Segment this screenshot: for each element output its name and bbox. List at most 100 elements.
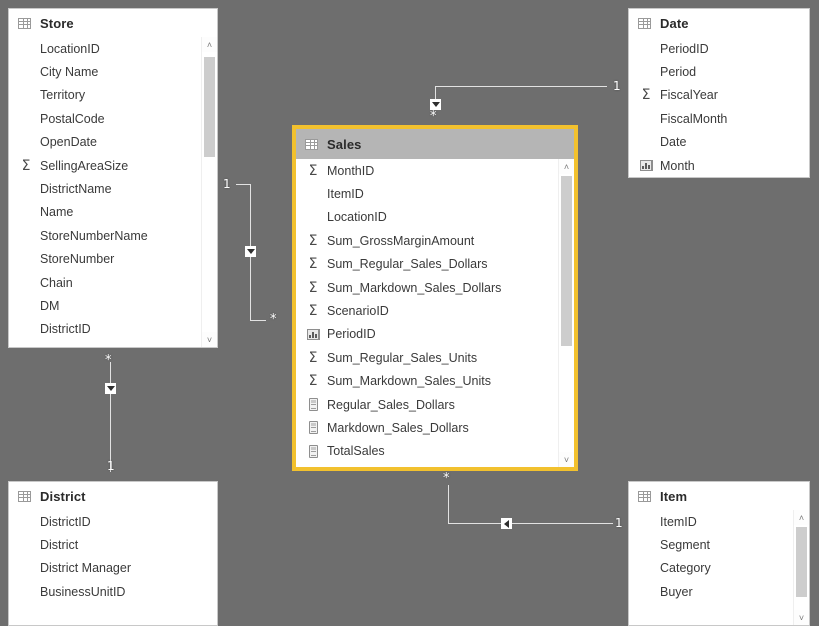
field-row[interactable]: Category [629, 557, 809, 580]
vertical-scrollbar[interactable]: ˄ ˅ [793, 510, 809, 625]
field-row[interactable]: Name [9, 201, 217, 224]
field-row[interactable]: Markdown_Sales_Dollars [296, 416, 574, 439]
cross-filter-direction-icon[interactable] [245, 246, 256, 257]
relationship-line-segment [448, 485, 449, 523]
scrollbar-thumb[interactable] [204, 57, 215, 157]
field-label: StoreNumberName [40, 228, 148, 243]
scroll-down-arrow[interactable]: ˅ [794, 610, 809, 625]
field-label: District [40, 538, 79, 553]
table-card-district[interactable]: District DistrictID District District Ma… [8, 481, 218, 626]
field-label: Markdown_Sales_Dollars [327, 420, 469, 435]
field-row[interactable]: DistrictID [9, 318, 217, 341]
field-row[interactable]: Date [629, 131, 809, 154]
table-card-store[interactable]: Store LocationID City Name Territory Pos… [8, 8, 218, 348]
sigma-icon: Σ [308, 373, 318, 390]
field-row[interactable]: FiscalMonth [629, 107, 809, 130]
field-label: DM [40, 298, 60, 313]
no-icon [638, 64, 654, 80]
scrollbar-thumb[interactable] [561, 176, 572, 346]
field-label: Chain [40, 275, 73, 290]
field-row[interactable]: Chain [9, 271, 217, 294]
field-row[interactable]: ItemID [296, 182, 574, 205]
relationship-line-segment [110, 362, 111, 472]
table-title: Store [40, 15, 74, 31]
field-row[interactable]: LocationID [296, 206, 574, 229]
no-icon [18, 41, 34, 57]
cross-filter-direction-icon[interactable] [501, 518, 512, 529]
scroll-down-arrow[interactable]: ˅ [202, 332, 217, 347]
field-row[interactable]: Territory [9, 84, 217, 107]
field-row[interactable]: DistrictName [9, 177, 217, 200]
scroll-up-arrow[interactable]: ˄ [794, 510, 809, 525]
field-row[interactable]: TotalSales [296, 440, 574, 463]
table-header-date[interactable]: Date [629, 9, 809, 37]
vertical-scrollbar[interactable]: ˄ ˅ [201, 37, 217, 347]
field-row[interactable]: Σ Sum_Markdown_Sales_Units [296, 370, 574, 393]
relationship-line-segment [250, 320, 266, 321]
field-row[interactable]: OpenDate [9, 131, 217, 154]
sigma-icon: Σ [21, 157, 31, 174]
field-label: ItemID [660, 514, 697, 529]
field-row[interactable]: District Manager [9, 557, 217, 580]
field-row[interactable]: PeriodID [296, 323, 574, 346]
scroll-down-arrow[interactable]: ˅ [559, 452, 574, 467]
cardinality-one-marker: 1 [223, 177, 231, 191]
table-icon [305, 138, 318, 150]
vertical-scrollbar[interactable]: ˄ ˅ [558, 159, 574, 467]
no-icon [638, 514, 654, 530]
table-header-item[interactable]: Item [629, 482, 809, 510]
field-row[interactable]: District [9, 533, 217, 556]
table-header-store[interactable]: Store [9, 9, 217, 37]
field-row[interactable]: PeriodID [629, 37, 809, 60]
cross-filter-direction-icon[interactable] [430, 99, 441, 110]
field-row[interactable]: Period [629, 60, 809, 83]
field-row[interactable]: ItemID [629, 510, 809, 533]
field-row[interactable]: DM [9, 294, 217, 317]
field-list-item[interactable]: ItemID Segment Category Buyer ˄ ˅ [629, 510, 809, 625]
table-header-district[interactable]: District [9, 482, 217, 510]
field-row[interactable]: City Name [9, 60, 217, 83]
field-row[interactable]: Buyer [629, 580, 809, 603]
field-label: DistrictName [40, 182, 112, 197]
table-card-item[interactable]: Item ItemID Segment Category Buyer ˄ ˅ [628, 481, 810, 626]
scroll-up-arrow[interactable]: ˄ [559, 159, 574, 174]
scrollbar-thumb[interactable] [796, 527, 807, 597]
no-icon [638, 111, 654, 127]
table-header-sales[interactable]: Sales [296, 129, 574, 159]
field-row[interactable]: StoreNumber [9, 248, 217, 271]
field-row[interactable]: DistrictID [9, 510, 217, 533]
field-row[interactable]: Regular_Sales_Dollars [296, 393, 574, 416]
field-row[interactable]: Segment [629, 533, 809, 556]
hierarchy-icon [638, 158, 654, 174]
field-list-district[interactable]: DistrictID District District Manager Bus… [9, 510, 217, 625]
field-row[interactable]: PostalCode [9, 107, 217, 130]
field-row[interactable]: LocationID [9, 37, 217, 60]
field-label: OpenDate [40, 135, 97, 150]
no-icon [638, 560, 654, 576]
no-icon [18, 204, 34, 220]
cross-filter-direction-icon[interactable] [105, 383, 116, 394]
no-icon [18, 275, 34, 291]
field-row[interactable]: Month [629, 154, 809, 177]
field-label: Sum_Markdown_Sales_Units [327, 374, 491, 389]
hierarchy-icon [305, 326, 321, 342]
field-row[interactable]: BusinessUnitID [9, 580, 217, 603]
field-row[interactable]: StoreNumberName [9, 224, 217, 247]
scroll-up-arrow[interactable]: ˄ [202, 37, 217, 52]
no-icon [18, 298, 34, 314]
no-icon [18, 514, 34, 530]
field-list-store[interactable]: LocationID City Name Territory PostalCod… [9, 37, 217, 347]
